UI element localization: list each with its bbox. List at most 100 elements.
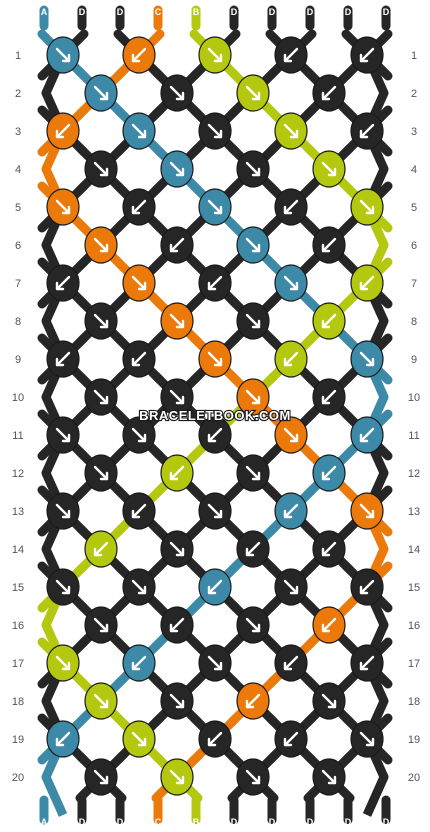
knot	[84, 74, 118, 112]
arrow-down-right-icon	[245, 617, 261, 633]
knot	[122, 720, 156, 758]
knot	[236, 226, 270, 264]
arrow-down-right-icon	[207, 655, 223, 671]
watermark: BRACELETBOOK.COM	[139, 408, 291, 423]
arrow-down-right-icon	[321, 693, 337, 709]
row-number-right: 6	[411, 240, 417, 252]
arrow-down-right-icon	[55, 655, 71, 671]
string-label-top: D	[269, 7, 276, 17]
arrow-down-right-icon	[283, 123, 299, 139]
string-label-top: D	[383, 7, 390, 17]
arrow-down-left-icon	[321, 465, 337, 481]
arrow-down-left-icon	[207, 275, 223, 291]
arrow-down-right-icon	[245, 465, 261, 481]
row-number-left: 18	[12, 696, 24, 708]
knot	[122, 644, 156, 682]
arrow-down-right-icon	[359, 199, 375, 215]
arrow-down-right-icon	[321, 161, 337, 177]
row-number-right: 14	[408, 544, 420, 556]
knot	[198, 112, 232, 150]
arrow-down-right-icon	[93, 313, 109, 329]
arrow-down-right-icon	[169, 769, 185, 785]
knot	[198, 264, 232, 302]
string-label-bottom: A	[41, 817, 48, 827]
arrow-down-left-icon	[359, 655, 375, 671]
row-number-right: 13	[408, 506, 420, 518]
knot	[84, 758, 118, 796]
arrow-down-right-icon	[93, 769, 109, 785]
knot	[198, 492, 232, 530]
knot	[312, 74, 346, 112]
arrow-down-left-icon	[207, 427, 223, 443]
row-number-right: 4	[411, 164, 417, 176]
knot	[46, 720, 80, 758]
knot	[84, 606, 118, 644]
arrow-down-right-icon	[245, 769, 261, 785]
arrow-down-left-icon	[283, 47, 299, 63]
row-number-left: 4	[15, 164, 21, 176]
row-number-right: 10	[408, 392, 420, 404]
arrow-down-left-icon	[359, 427, 375, 443]
knot-layer	[46, 36, 384, 796]
row-number-left: 20	[12, 772, 24, 784]
arrow-down-left-icon	[283, 655, 299, 671]
row-number-left: 14	[12, 544, 24, 556]
string-label-bottom: D	[79, 817, 86, 827]
arrow-down-right-icon	[131, 579, 147, 595]
knot	[350, 416, 384, 454]
knot	[274, 720, 308, 758]
knot	[84, 454, 118, 492]
string-label-top: D	[345, 7, 352, 17]
knot	[236, 302, 270, 340]
knot	[84, 150, 118, 188]
arrow-down-right-icon	[321, 769, 337, 785]
arrow-down-left-icon	[55, 275, 71, 291]
arrow-down-right-icon	[169, 693, 185, 709]
knot	[312, 530, 346, 568]
arrow-down-right-icon	[55, 47, 71, 63]
row-number-right: 11	[408, 430, 419, 442]
knot	[236, 530, 270, 568]
knot	[274, 644, 308, 682]
arrow-down-right-icon	[169, 161, 185, 177]
arrow-down-right-icon	[245, 313, 261, 329]
string-label-top: C	[155, 7, 162, 17]
row-number-right: 3	[411, 126, 417, 138]
arrow-down-right-icon	[93, 693, 109, 709]
arrow-down-right-icon	[207, 503, 223, 519]
string-label-top: D	[117, 7, 124, 17]
arrow-down-right-icon	[131, 427, 147, 443]
knot	[46, 644, 80, 682]
arrow-down-right-icon	[359, 731, 375, 747]
knot	[274, 492, 308, 530]
row-number-left: 12	[12, 468, 24, 480]
arrow-down-right-icon	[93, 237, 109, 253]
string-label-top: D	[307, 7, 314, 17]
knot	[198, 644, 232, 682]
knot	[350, 644, 384, 682]
knot	[160, 454, 194, 492]
knot	[236, 150, 270, 188]
row-number-left: 17	[12, 658, 24, 670]
arrow-down-right-icon	[207, 351, 223, 367]
arrow-down-right-icon	[359, 351, 375, 367]
row-number-left: 15	[12, 582, 24, 594]
knot	[312, 606, 346, 644]
string-label-bottom: D	[383, 817, 390, 827]
knot	[274, 416, 308, 454]
arrow-down-left-icon	[321, 389, 337, 405]
knot	[274, 264, 308, 302]
row-number-right: 5	[411, 202, 417, 214]
arrow-down-left-icon	[359, 123, 375, 139]
row-number-right: 15	[408, 582, 420, 594]
knot	[46, 416, 80, 454]
arrow-down-left-icon	[55, 123, 71, 139]
row-number-right: 16	[408, 620, 420, 632]
row-number-right: 18	[408, 696, 420, 708]
row-number-left: 10	[12, 392, 24, 404]
arrow-down-left-icon	[359, 579, 375, 595]
knot	[350, 36, 384, 74]
row-number-right: 9	[411, 354, 417, 366]
arrow-down-left-icon	[359, 275, 375, 291]
knot	[198, 416, 232, 454]
